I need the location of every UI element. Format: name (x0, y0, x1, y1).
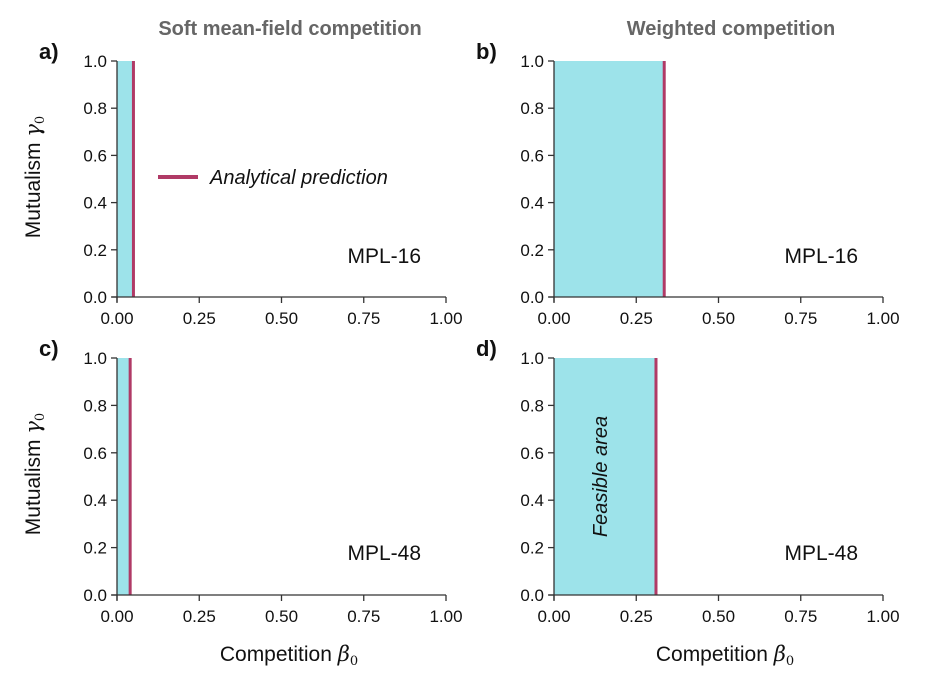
column-title-right: Weighted competition (627, 18, 836, 40)
y-tick-label: 1.0 (520, 349, 544, 368)
x-tick-label: 0.25 (620, 607, 653, 626)
y-tick-label: 0.4 (520, 194, 544, 213)
y-tick-label: 0.6 (83, 146, 107, 165)
y-tick-label: 0.2 (520, 241, 544, 260)
y-tick-label: 0.0 (520, 586, 544, 605)
x-tick-label: 0.50 (265, 309, 298, 328)
feasible-area (554, 358, 656, 595)
x-axis-title-right: Competition β0 (656, 642, 794, 669)
x-tick-label: 0.75 (784, 607, 817, 626)
svg-text:Mutualism γ0: Mutualism γ0 (21, 413, 48, 535)
y-tick-label: 0.8 (520, 99, 544, 118)
y-tick-label: 0.0 (520, 288, 544, 307)
x-tick-label: 0.50 (702, 607, 735, 626)
y-tick-label: 0.2 (83, 241, 107, 260)
svg-text:Mutualism γ0: Mutualism γ0 (21, 116, 48, 238)
legend-label: Analytical prediction (209, 167, 388, 189)
x-tick-label: 0.75 (347, 309, 380, 328)
y-tick-label: 0.6 (520, 444, 544, 463)
y-tick-label: 0.6 (83, 444, 107, 463)
column-title-left: Soft mean-field competition (158, 18, 421, 40)
panel-4: 0.00 0.25 0.50 0.75 1.00 0.0 0.2 0.4 0.6 0.8 1.0 d)… (476, 336, 900, 626)
x-tick-label: 1.00 (429, 607, 462, 626)
x-tick-label: 0.25 (183, 607, 216, 626)
panel-1: 0.00 0.25 0.50 0.75 1.00 0.0 0.2 0.4 0.6 0.8 1.0 a)… (39, 39, 463, 328)
panel-label: d) (476, 336, 497, 361)
panel-label: b) (476, 39, 497, 64)
y-tick-label: 0.0 (83, 288, 107, 307)
x-tick-label: 1.00 (866, 309, 899, 328)
panel-3: 0.00 0.25 0.50 0.75 1.00 0.0 0.2 0.4 0.6 0.8 1.0 c)… (39, 336, 463, 626)
panel-label: a) (39, 39, 59, 64)
x-tick-label: 0.50 (702, 309, 735, 328)
feasible-area (554, 61, 665, 297)
x-axis-title-left: Competition β0 (220, 642, 358, 669)
panel-2: 0.00 0.25 0.50 0.75 1.00 0.0 0.2 0.4 0.6 0.8 1.0 b)… (476, 39, 900, 328)
panels: 0.00 0.25 0.50 0.75 1.00 0.0 0.2 0.4 0.6 0.8 1.0 a)… (39, 39, 900, 626)
x-tick-label: 0.75 (784, 309, 817, 328)
y-axis-title-bottom: Mutualism γ0 (21, 413, 48, 535)
y-tick-label: 0.4 (83, 194, 107, 213)
x-tick-label: 0.00 (100, 607, 133, 626)
y-tick-label: 0.2 (83, 539, 107, 558)
x-tick-label: 1.00 (429, 309, 462, 328)
feasible-area-annotation: Feasible area (590, 416, 612, 537)
x-tick-label: 0.00 (537, 309, 570, 328)
y-tick-label: 0.8 (83, 396, 107, 415)
x-tick-label: 0.00 (537, 607, 570, 626)
network-label: MPL-48 (784, 542, 858, 565)
feasible-area (117, 358, 131, 595)
y-tick-label: 0.8 (520, 396, 544, 415)
x-tick-label: 0.25 (183, 309, 216, 328)
network-label: MPL-16 (347, 245, 421, 268)
y-tick-label: 0.2 (520, 539, 544, 558)
y-tick-label: 0.4 (520, 491, 544, 510)
x-tick-label: 0.00 (100, 309, 133, 328)
y-axis-title-top: Mutualism γ0 (21, 116, 48, 238)
x-tick-label: 0.25 (620, 309, 653, 328)
x-tick-label: 0.75 (347, 607, 380, 626)
y-tick-label: 0.8 (83, 99, 107, 118)
feasible-area (117, 61, 134, 297)
y-tick-label: 0.6 (520, 146, 544, 165)
network-label: MPL-48 (347, 542, 421, 565)
x-tick-label: 0.50 (265, 607, 298, 626)
y-tick-label: 0.0 (83, 586, 107, 605)
network-label: MPL-16 (784, 245, 858, 268)
y-tick-label: 1.0 (83, 349, 107, 368)
y-tick-label: 1.0 (83, 52, 107, 71)
y-tick-label: 1.0 (520, 52, 544, 71)
panel-label: c) (39, 336, 59, 361)
y-tick-label: 0.4 (83, 491, 107, 510)
legend: Analytical prediction (158, 167, 388, 189)
x-tick-label: 1.00 (866, 607, 899, 626)
